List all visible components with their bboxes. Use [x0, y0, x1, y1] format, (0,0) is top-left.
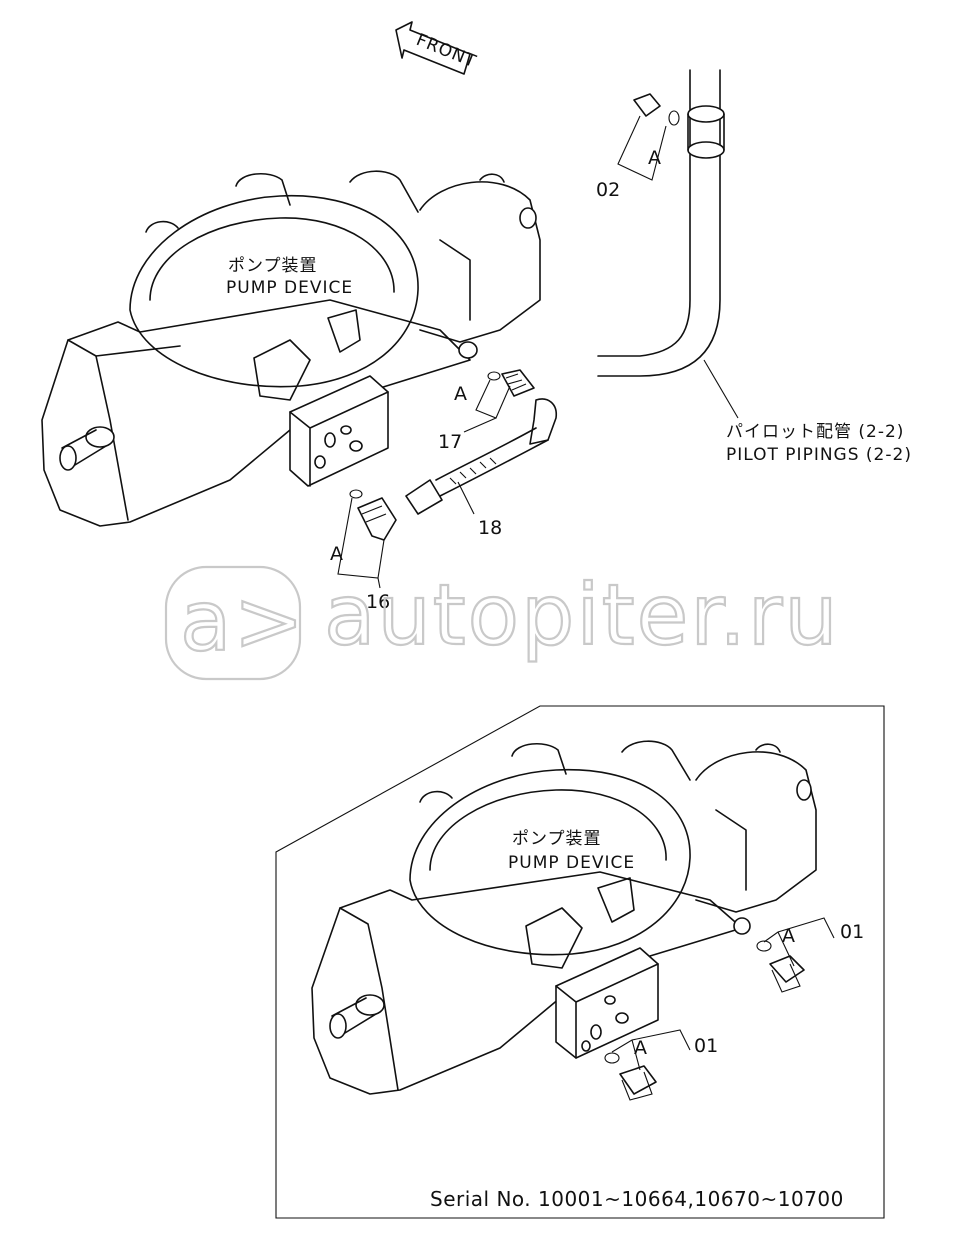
callout-a-upper: A — [782, 925, 795, 947]
watermark-badge — [164, 565, 302, 681]
pilot-pipe — [597, 69, 739, 419]
callout-02: 02 — [596, 179, 620, 201]
plug-01-lower — [604, 1052, 657, 1101]
callout-a-pipe: A — [648, 147, 661, 169]
pilot-pipings-jp: パイロット配管 (2-2) — [726, 422, 904, 442]
upper-pump-device-jp: ポンプ装置 — [228, 256, 318, 276]
upper-pump-drawing — [41, 170, 541, 527]
callout-16: 16 — [366, 591, 390, 613]
front-arrow: FRONT — [395, 21, 479, 75]
callout-01-lower: 01 — [694, 1035, 718, 1057]
callout-17: 17 — [438, 431, 462, 453]
callout-01-upper: 01 — [840, 921, 864, 943]
plug-01-upper — [756, 940, 805, 993]
callout-a-lower: A — [634, 1037, 647, 1059]
lower-pump-device-jp: ポンプ装置 — [512, 829, 602, 849]
lower-pump-device-en: PUMP DEVICE — [508, 853, 635, 873]
inset-frame — [275, 705, 885, 1219]
hose-assembly-upper — [349, 369, 558, 541]
watermark-badge-text: a> — [180, 572, 306, 670]
upper-leader-lines — [337, 115, 667, 589]
upper-pump-device-en: PUMP DEVICE — [226, 278, 353, 298]
lower-pump-drawing — [311, 740, 817, 1095]
watermark-text: autopiter.ru — [324, 566, 840, 664]
callout-18: 18 — [478, 517, 502, 539]
serial-number: Serial No. 10001~10664,10670~10700 — [430, 1187, 844, 1211]
callout-a-16: A — [330, 543, 343, 565]
callout-a-17: A — [454, 383, 467, 405]
pilot-pipings-en: PILOT PIPINGS (2-2) — [726, 445, 912, 465]
lower-leader-lines — [611, 917, 835, 1071]
watermark: a> autopiter.ru — [164, 565, 840, 681]
